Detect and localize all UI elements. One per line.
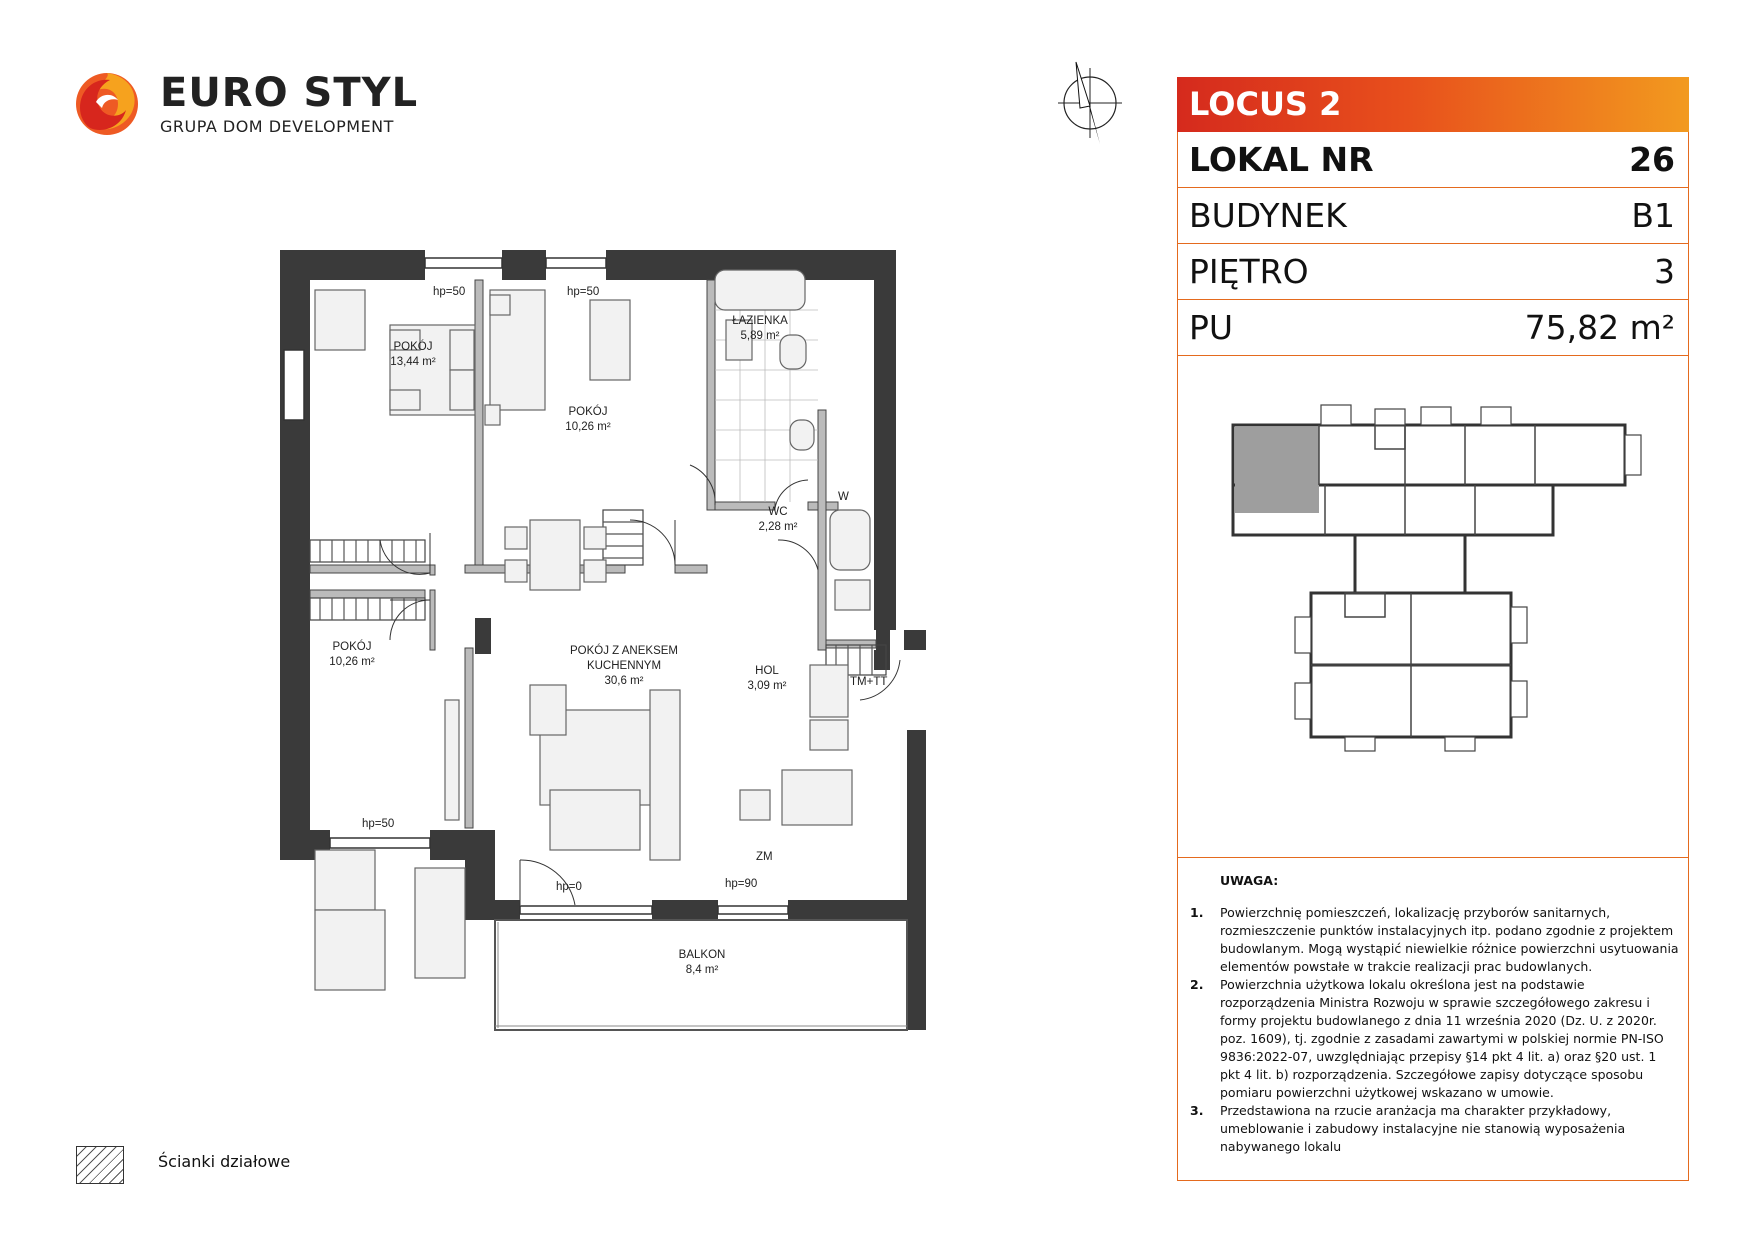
tag-hp90: hp=90 — [725, 878, 757, 890]
info-label: PU — [1189, 308, 1234, 347]
info-label: BUDYNEK — [1189, 196, 1347, 235]
room-area-pokoj-2: 10,26 m² — [565, 421, 611, 433]
room-label-salon-2: KUCHENNYM — [587, 660, 661, 672]
notes-section: UWAGA: 1. Powierzchnię pomieszczeń, loka… — [1190, 872, 1680, 1156]
room-area-hol: 3,09 m² — [748, 680, 787, 692]
info-row-pu: PU 75,82 m² — [1177, 300, 1689, 356]
room-area-wc: 2,28 m² — [759, 521, 798, 533]
room-label-salon: POKÓJ Z ANEKSEM — [570, 644, 678, 657]
info-value: 26 — [1629, 140, 1675, 179]
info-value: B1 — [1631, 196, 1675, 235]
tag-w: W — [838, 491, 849, 503]
tag-hp0: hp=0 — [556, 881, 582, 893]
room-area-lazienka: 5,89 m² — [741, 330, 780, 342]
room-area-pokoj-1: 13,44 m² — [390, 356, 436, 368]
note-item: 2. Powierzchnia użytkowa lokalu określon… — [1190, 976, 1680, 1102]
info-row-budynek: BUDYNEK B1 — [1177, 188, 1689, 244]
room-label-balkon: BALKON — [679, 949, 726, 961]
info-label: LOKAL NR — [1189, 140, 1374, 179]
room-label-pokoj-2: POKÓJ — [569, 405, 608, 418]
room-label-pokoj-3: POKÓJ — [333, 640, 372, 653]
tag-hp50: hp=50 — [362, 818, 394, 830]
note-item: 3. Przedstawiona na rzucie aranżacja ma … — [1190, 1102, 1680, 1156]
brand-logo — [76, 73, 138, 135]
project-title: LOCUS 2 — [1177, 77, 1689, 132]
room-label-pokoj-1: POKÓJ — [394, 340, 433, 353]
logo-flame-icon — [76, 73, 138, 135]
room-area-balkon: 8,4 m² — [686, 964, 719, 976]
balcony-outline — [494, 919, 908, 1031]
room-area-pokoj-3: 10,26 m² — [329, 656, 375, 668]
tag-hp50: hp=50 — [433, 286, 465, 298]
hatch-swatch-icon — [76, 1146, 124, 1184]
info-row-pietro: PIĘTRO 3 — [1177, 244, 1689, 300]
legend-label: Ścianki działowe — [158, 1152, 291, 1171]
note-text: Przedstawiona na rzucie aranżacja ma cha… — [1220, 1103, 1626, 1154]
note-number: 1. — [1190, 905, 1204, 920]
tag-tmtt: TM+TT — [850, 676, 887, 688]
note-number: 2. — [1190, 977, 1204, 992]
north-arrow-icon — [1058, 61, 1122, 144]
note-text: Powierzchnia użytkowa lokalu określona j… — [1220, 977, 1664, 1100]
furniture — [314, 269, 871, 991]
tag-zm: ZM — [756, 851, 773, 863]
info-value: 3 — [1654, 252, 1675, 291]
exterior-walls — [280, 250, 926, 1030]
tag-hp50: hp=50 — [567, 286, 599, 298]
room-area-salon: 30,6 m² — [605, 675, 644, 687]
info-value: 75,82 m² — [1524, 308, 1675, 347]
note-item: 1. Powierzchnię pomieszczeń, lokalizację… — [1190, 904, 1680, 976]
notes-title: UWAGA: — [1220, 873, 1279, 888]
note-number: 3. — [1190, 1103, 1204, 1118]
info-label: PIĘTRO — [1189, 252, 1309, 291]
room-label-hol: HOL — [755, 665, 779, 677]
floor-plan: POKÓJ 13,44 m² POKÓJ 10,26 m² ŁAZIENKA 5… — [280, 250, 926, 1031]
brand-name: EURO STYL — [160, 70, 419, 116]
brand-tagline: GRUPA DOM DEVELOPMENT — [160, 117, 394, 136]
divider — [1177, 857, 1689, 858]
note-text: Powierzchnię pomieszczeń, lokalizację pr… — [1220, 905, 1679, 974]
room-label-wc: WC — [768, 506, 787, 518]
info-row-lokal: LOKAL NR 26 — [1177, 132, 1689, 188]
building-key-plan — [1231, 404, 1642, 752]
room-label-lazienka: ŁAZIENKA — [732, 315, 788, 327]
highlighted-unit — [1235, 427, 1319, 513]
